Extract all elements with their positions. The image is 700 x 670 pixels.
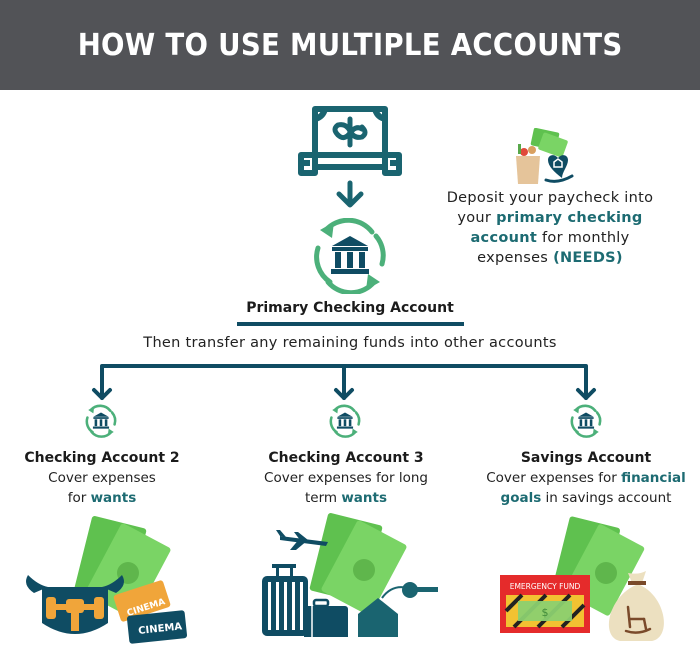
cinema-ticket-icon: CINEMA CINEMA (113, 580, 188, 644)
account-checking-3: Checking Account 3 Cover expenses for lo… (236, 448, 456, 508)
svg-text:EMERGENCY FUND: EMERGENCY FUND (510, 582, 581, 591)
svg-text:CINEMA: CINEMA (138, 621, 183, 637)
needs-highlight: (NEEDS) (553, 250, 623, 266)
briefcase-icon (304, 598, 348, 637)
savings-illustration: EMERGENCY FUND $ (500, 516, 664, 641)
financial-goals-highlight: financial (621, 470, 686, 486)
account-checking-2: Checking Account 2 Cover expenses for wa… (0, 448, 212, 508)
account-title: Checking Account 2 (24, 450, 180, 466)
branch-arrows (92, 364, 596, 400)
bank-transfer-icon (570, 404, 602, 438)
header-banner: HOW TO USE MULTIPLE ACCOUNTS (0, 0, 700, 90)
bank-transfer-icon (314, 218, 386, 294)
arrow-down-icon (336, 180, 364, 208)
divider (237, 322, 464, 326)
emergency-fund-box-icon: EMERGENCY FUND $ (500, 575, 590, 633)
page-title: HOW TO USE MULTIPLE ACCOUNTS (77, 27, 623, 63)
house-key-icon (358, 582, 438, 637)
long-term-wants-illustration (262, 513, 438, 637)
money-icon (309, 513, 407, 616)
suitcase-icon (262, 564, 308, 636)
primary-account-label: Primary Checking Account (246, 300, 454, 316)
bank-transfer-icon (329, 404, 361, 438)
money-bag-icon (608, 571, 664, 641)
dollar-bill-icon (298, 106, 402, 176)
grocery-bag-icon (516, 144, 540, 184)
svg-text:$: $ (542, 606, 549, 619)
account-savings: Savings Account Cover expenses for finan… (476, 448, 696, 508)
transfer-instruction: Then transfer any remaining funds into o… (143, 335, 557, 351)
account-title: Savings Account (520, 450, 652, 466)
bank-transfer-icon (85, 404, 117, 438)
money-icon (530, 128, 568, 158)
wants-highlight: wants (341, 490, 388, 506)
wants-illustration: CINEMA CINEMA (26, 516, 188, 644)
airplane-icon (276, 530, 328, 550)
wants-highlight: wants (90, 490, 137, 506)
deposit-illustration (516, 128, 574, 184)
heart-hand-icon (544, 155, 574, 183)
deposit-instruction: Deposit your paycheck into your primary … (446, 190, 654, 266)
account-title: Checking Account 3 (268, 450, 424, 466)
primary-checking-highlight: primary checking (496, 210, 643, 226)
gym-badge-icon (26, 575, 124, 634)
